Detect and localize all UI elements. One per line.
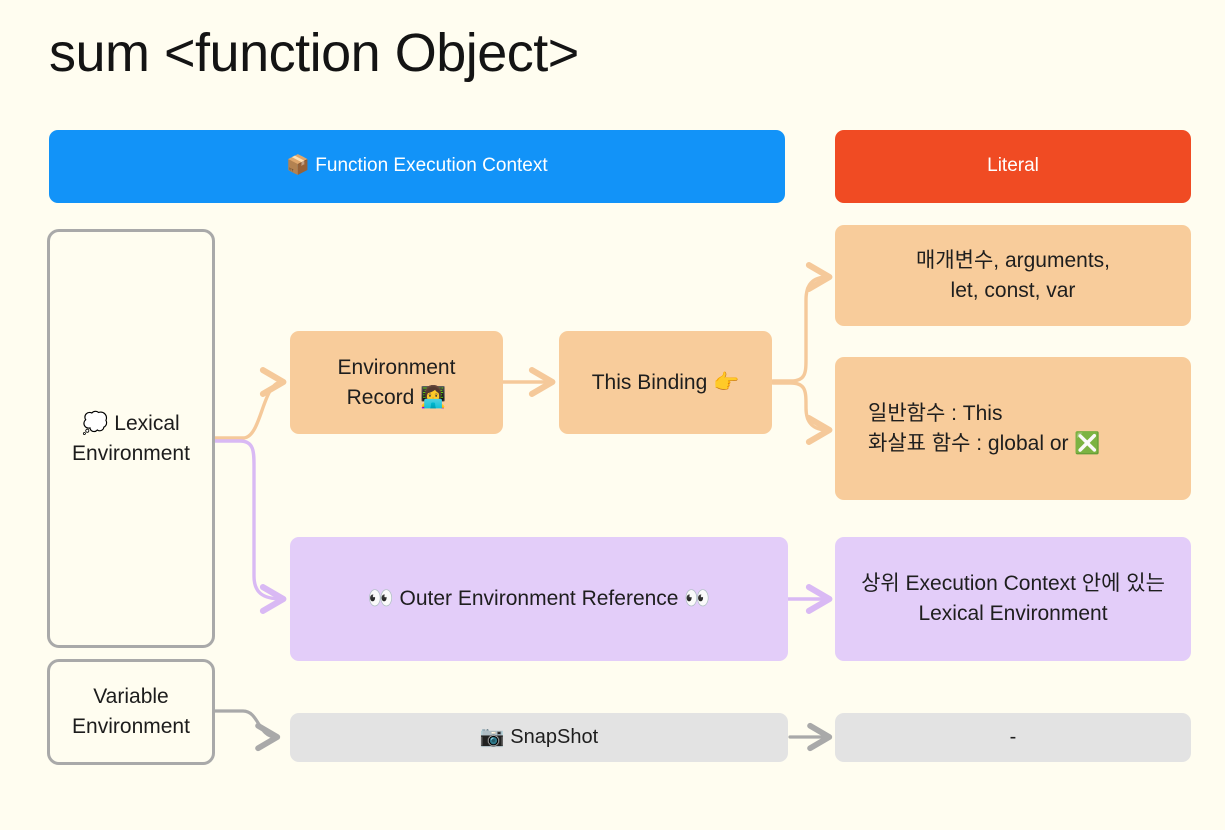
node-outer-environment-reference: 👀 Outer Environment Reference 👀	[290, 537, 788, 661]
banner-function-execution-context: 📦 Function Execution Context	[49, 130, 785, 203]
banner-literal: Literal	[835, 130, 1191, 203]
literal-outer-label: 상위 Execution Context 안에 있는 Lexical Envir…	[861, 572, 1165, 625]
node-literal-snapshot: -	[835, 713, 1191, 762]
banner-left-label: 📦 Function Execution Context	[286, 155, 548, 177]
connector-lexical-to-outer-reference	[213, 439, 287, 614]
page-title: sum <function Object>	[49, 23, 579, 83]
node-literal-bindings: 매개변수, arguments, let, const, var	[835, 225, 1191, 326]
snapshot-label: 📷 SnapShot	[479, 726, 599, 749]
variable-environment-label: Variable Environment	[72, 685, 190, 738]
literal-snapshot-label: -	[1009, 726, 1017, 749]
this-binding-label: This Binding 👉	[591, 370, 740, 394]
connector-variable-environment-to-snapshot	[213, 709, 281, 752]
environment-record-label: Environment Record 👩‍💻	[337, 355, 456, 409]
node-literal-outer: 상위 Execution Context 안에 있는 Lexical Envir…	[835, 537, 1191, 661]
node-environment-record: Environment Record 👩‍💻	[290, 331, 503, 434]
node-variable-environment: Variable Environment	[47, 659, 215, 765]
connector-this-binding-to-literal-bindings	[771, 262, 833, 383]
node-lexical-environment: 💭 Lexical Environment	[47, 229, 215, 648]
lexical-environment-label: 💭 Lexical Environment	[72, 411, 190, 465]
node-literal-this: 일반함수 : This 화살표 함수 : global or ❎	[835, 357, 1191, 500]
connector-lexical-to-environment-record	[213, 367, 287, 440]
node-snapshot: 📷 SnapShot	[290, 713, 788, 762]
literal-this-label: 일반함수 : This 화살표 함수 : global or ❎	[868, 401, 1101, 455]
literal-bindings-label: 매개변수, arguments, let, const, var	[916, 248, 1110, 302]
outer-environment-reference-label: 👀 Outer Environment Reference 👀	[367, 587, 711, 611]
node-this-binding: This Binding 👉	[559, 331, 772, 434]
banner-right-label: Literal	[987, 155, 1039, 177]
connector-this-binding-to-literal-this	[771, 381, 833, 445]
